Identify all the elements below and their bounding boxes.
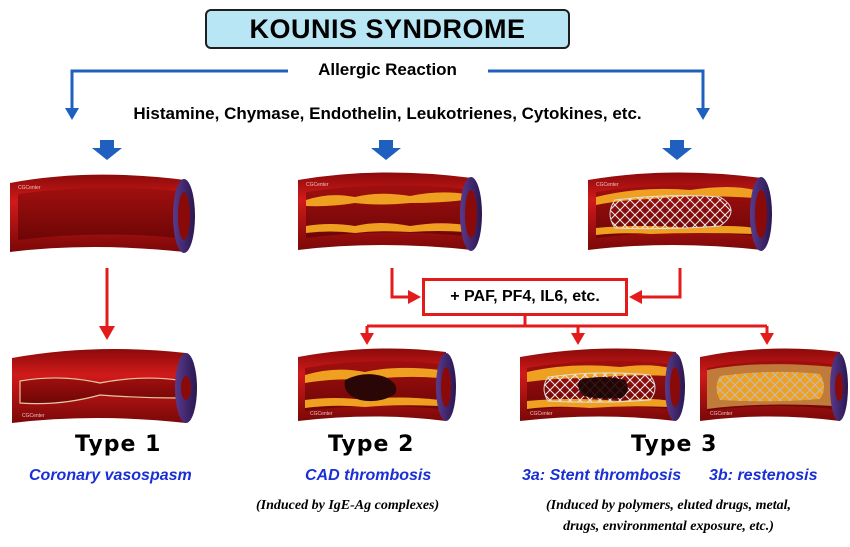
svg-text:CGCenter: CGCenter bbox=[18, 185, 41, 191]
vessel-plaque: CGCenter bbox=[298, 172, 482, 251]
vessel-stent: CGCenter bbox=[588, 172, 772, 251]
svg-text:CGCenter: CGCenter bbox=[306, 182, 329, 188]
svg-text:CGCenter: CGCenter bbox=[710, 411, 733, 417]
diagram-title: KOUNIS SYNDROME bbox=[205, 9, 570, 49]
type3a-subtitle: 3a: Stent thrombosis bbox=[522, 467, 682, 484]
svg-text:CGCenter: CGCenter bbox=[22, 413, 45, 419]
vessel-restenosis: CGCenter bbox=[700, 348, 848, 421]
type3-label: Type 3 bbox=[631, 432, 718, 457]
type3-note-line1: (Induced by polymers, eluted drugs, meta… bbox=[546, 498, 791, 513]
vessel-thrombosis: CGCenter bbox=[298, 348, 456, 421]
vessel-normal: CGCenter bbox=[10, 174, 195, 253]
type2-subtitle: CAD thrombosis bbox=[305, 467, 432, 484]
type3b-subtitle: 3b: restenosis bbox=[709, 467, 818, 484]
svg-text:CGCenter: CGCenter bbox=[530, 411, 553, 417]
red-distribution bbox=[365, 316, 769, 334]
blue-arrow-2 bbox=[371, 140, 401, 160]
vessel-vasospasm: CGCenter bbox=[12, 349, 197, 423]
type2-label: Type 2 bbox=[328, 432, 415, 457]
paf-mediators-box: + PAF, PF4, IL6, etc. bbox=[422, 278, 628, 316]
bracket-arrowheads bbox=[65, 108, 710, 120]
type3-note-line2: drugs, environmental exposure, etc.) bbox=[563, 519, 774, 534]
allergic-reaction-label: Allergic Reaction bbox=[0, 60, 775, 80]
blue-arrow-1 bbox=[92, 140, 122, 160]
type2-note: (Induced by IgE-Ag complexes) bbox=[256, 498, 440, 513]
svg-text:CGCenter: CGCenter bbox=[310, 411, 333, 417]
mediators-label: Histamine, Chymase, Endothelin, Leukotri… bbox=[133, 104, 642, 123]
type1-label: Type 1 bbox=[75, 432, 162, 457]
vessel-stent-thrombosis: CGCenter bbox=[520, 348, 685, 421]
blue-arrow-3 bbox=[662, 140, 692, 160]
svg-text:CGCenter: CGCenter bbox=[596, 182, 619, 188]
red-arrows-to-box bbox=[390, 268, 682, 299]
type1-subtitle: Coronary vasospasm bbox=[29, 467, 192, 484]
allergic-bracket bbox=[70, 69, 705, 110]
